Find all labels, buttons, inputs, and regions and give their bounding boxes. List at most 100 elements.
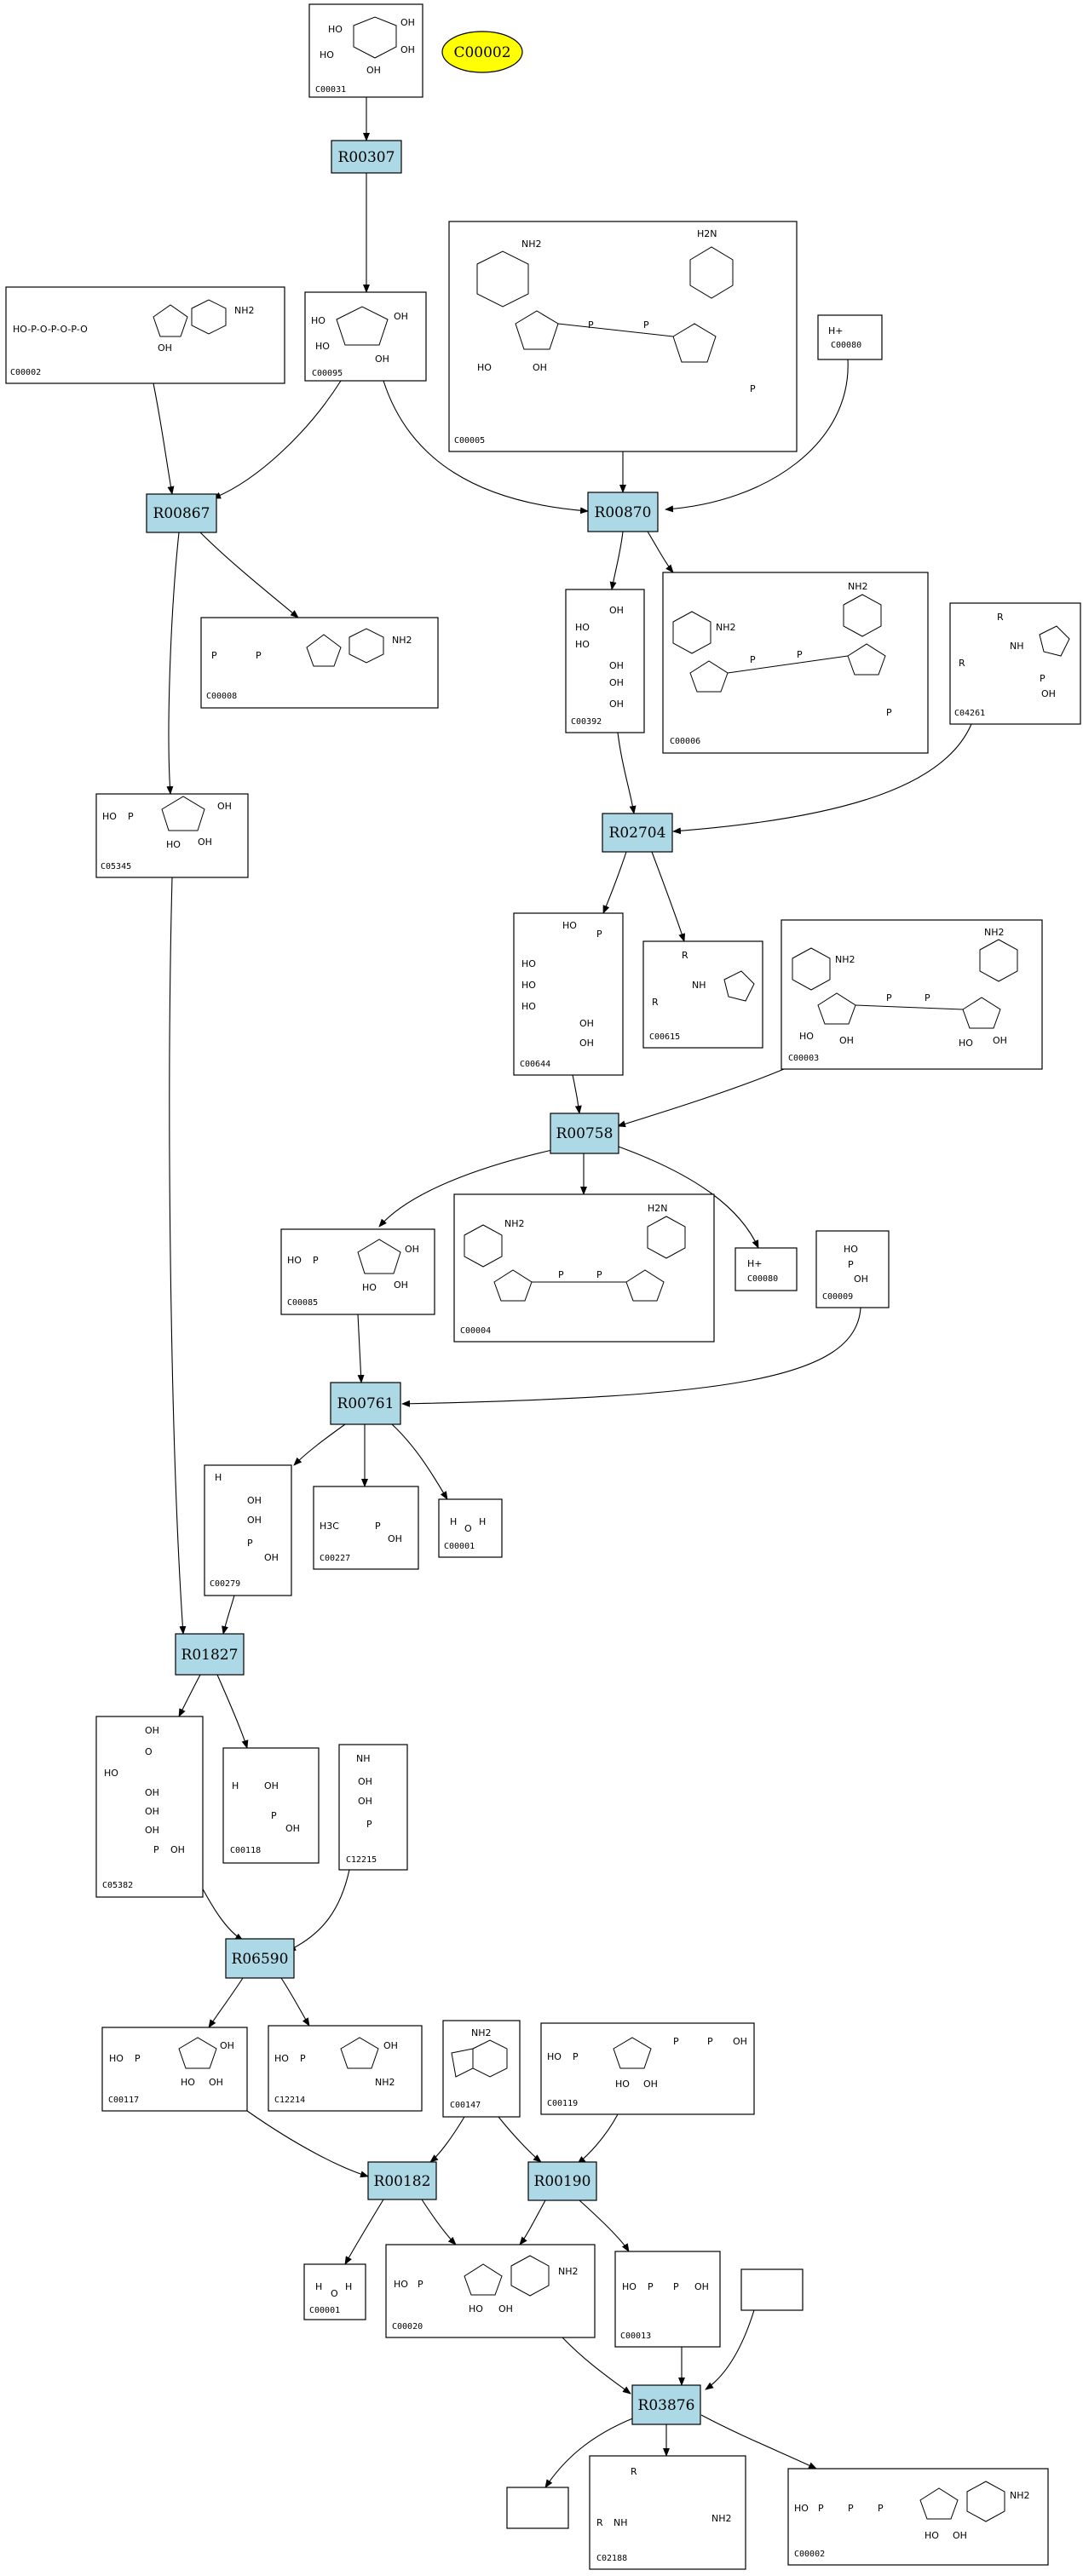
reaction-r03876[interactable]: R03876 [631, 2384, 701, 2425]
atom-label: R [959, 658, 965, 669]
start-node[interactable]: C00002 [441, 31, 523, 73]
compound-c00080-a[interactable]: H+ C00080 [817, 314, 883, 360]
compound-box [204, 1464, 292, 1596]
atom-label: P [848, 2503, 854, 2514]
compound-c00002-a[interactable]: HO-P-O-P-O-P-O NH2 OH C00002 [5, 286, 285, 384]
compound-id: C00004 [460, 1326, 491, 1336]
compound-c00117[interactable]: HO P OH HO OH C00117 [101, 2027, 248, 2112]
compound-c00085[interactable]: HO P OH HO OH C00085 [280, 1228, 435, 1315]
compound-c00013[interactable]: HO P P OH C00013 [614, 2251, 721, 2348]
compound-id: C00119 [547, 2099, 578, 2108]
edge-r02704-c00644 [602, 851, 627, 914]
compound-box [815, 1230, 890, 1308]
compound-c00644[interactable]: HO P HO HO HO OH OH C00644 [513, 912, 624, 1076]
atom-label: P [848, 1259, 854, 1270]
atom-label: HO [181, 2077, 195, 2088]
compound-c00005[interactable]: NH2 H2N P P P HO OH C00005 [448, 221, 798, 452]
reaction-label: R00182 [374, 2173, 431, 2190]
atom-label: P [247, 1538, 253, 1549]
compound-empty-right[interactable] [740, 2268, 804, 2311]
atom-label: HO [547, 2051, 562, 2062]
amine-label: NH2 [392, 635, 412, 646]
compound-c00147[interactable]: NH2 C00147 [442, 2020, 521, 2118]
compound-box [589, 2455, 746, 2570]
compound-c00020[interactable]: HO P NH2 HO OH C00020 [385, 2244, 596, 2338]
compound-box [949, 602, 1081, 725]
furanose-ring [161, 796, 205, 831]
atom-label: OH [264, 1552, 279, 1563]
atom-label: OH [217, 801, 232, 812]
compound-c04261[interactable]: R R NH P OH C04261 [949, 602, 1081, 725]
compound-c00001-a[interactable]: H O H C00001 [438, 1498, 503, 1558]
compound-c05345[interactable]: HO P OH HO OH C05345 [95, 793, 249, 878]
compound-box [740, 2268, 804, 2311]
atom-label: P [925, 992, 930, 1003]
diphosphate-link [557, 323, 674, 337]
compound-box [540, 2022, 755, 2115]
compound-c00095[interactable]: HO OH HO OH C00095 [304, 291, 427, 382]
compound-c02188[interactable]: R R NH NH2 C02188 [589, 2455, 746, 2570]
edge-c00003-r00758 [617, 1068, 785, 1128]
compound-box [662, 572, 929, 754]
atom-label: OH [953, 2530, 967, 2541]
reaction-r02704[interactable]: R02704 [602, 813, 673, 853]
reaction-box [367, 2161, 437, 2200]
compound-c00001-b[interactable]: H O H C00001 [303, 2263, 366, 2320]
edge-c00119-r00190 [577, 2113, 619, 2165]
edge-r00190-c00013 [579, 2199, 630, 2252]
compound-c00002-b[interactable]: HO P P P NH2 HO OH C00002 [787, 2468, 1049, 2566]
compound-c00004[interactable]: NH2 H2N P P C00004 [453, 1193, 715, 1343]
reaction-r01827[interactable]: R01827 [175, 1633, 245, 1676]
edge-c00002-r00867 [153, 382, 175, 495]
reaction-r00758[interactable]: R00758 [550, 1113, 619, 1154]
compound-c00009[interactable]: HO P OH C00009 [815, 1230, 890, 1308]
atom-label: P [375, 1521, 381, 1532]
atom-label: HO [844, 1244, 858, 1255]
atom-label: P [596, 1269, 602, 1280]
atom-label: H [215, 1472, 222, 1483]
compound-id: C00279 [210, 1579, 240, 1589]
edge-c05382-r06590 [199, 1883, 244, 1941]
reaction-r06590[interactable]: R06590 [225, 1938, 295, 1979]
reaction-r00867[interactable]: R00867 [146, 493, 217, 533]
compound-c00006[interactable]: NH2 NH2 P P P C00006 [662, 572, 929, 754]
compound-c00119[interactable]: HO P P P OH HO OH C00119 [540, 2022, 755, 2115]
formula: H+ [828, 325, 844, 336]
compound-c00615[interactable]: R R NH C00615 [642, 940, 763, 1049]
atom-label: OH [358, 1776, 372, 1787]
compound-c12214[interactable]: HO P OH NH2 C12214 [268, 2025, 423, 2112]
compound-c05382[interactable]: OH O HO OH OH OH P OH C05382 [95, 1716, 204, 1898]
compound-c00227[interactable]: H3C P OH C00227 [313, 1486, 419, 1570]
compound-c00392[interactable]: HO HO OH OH OH OH C00392 [565, 589, 645, 733]
ring-structure [353, 16, 397, 59]
reaction-r00761[interactable]: R00761 [330, 1382, 401, 1425]
atom-label: R [652, 997, 659, 1008]
atom-label: P [300, 2053, 306, 2064]
atom-label: OH [375, 354, 389, 365]
edge-c05345-r01827 [169, 877, 187, 1635]
reaction-r00870[interactable]: R00870 [587, 492, 659, 532]
atom-label: P [818, 2503, 824, 2514]
compound-c00003[interactable]: NH2 NH2 P P HO OH HO OH C00003 [781, 919, 1043, 1070]
compound-box [781, 919, 1043, 1070]
atom-label: OH [247, 1515, 262, 1526]
compound-c00279[interactable]: H OH OH P OH C00279 [204, 1464, 292, 1596]
atom-label: HO [287, 1255, 302, 1266]
compound-c12215[interactable]: NH OH OH P C12215 [338, 1744, 408, 1871]
reaction-r00182[interactable]: R00182 [367, 2161, 437, 2200]
compound-empty-bottom[interactable] [506, 2487, 569, 2529]
formula: H+ [747, 1258, 763, 1269]
compound-c00031[interactable]: HO HO OH OH OH C00031 [308, 3, 423, 98]
compound-c00118[interactable]: H OH P OH C00118 [222, 1747, 320, 1864]
amine-label: H2N [697, 228, 717, 239]
amine-label: NH2 [521, 239, 542, 250]
amine-label: NH2 [375, 2077, 395, 2088]
imidazole-ring [1039, 625, 1070, 657]
reaction-label: R00867 [153, 505, 210, 522]
compound-c00008[interactable]: P P NH2 C00008 [200, 617, 439, 709]
reaction-r00307[interactable]: R00307 [331, 140, 402, 174]
compound-c00080-b[interactable]: H+ C00080 [734, 1247, 798, 1291]
reaction-r00190[interactable]: R00190 [527, 2161, 597, 2201]
adenine-ring [966, 2481, 1005, 2522]
compound-id: C00005 [454, 436, 485, 446]
